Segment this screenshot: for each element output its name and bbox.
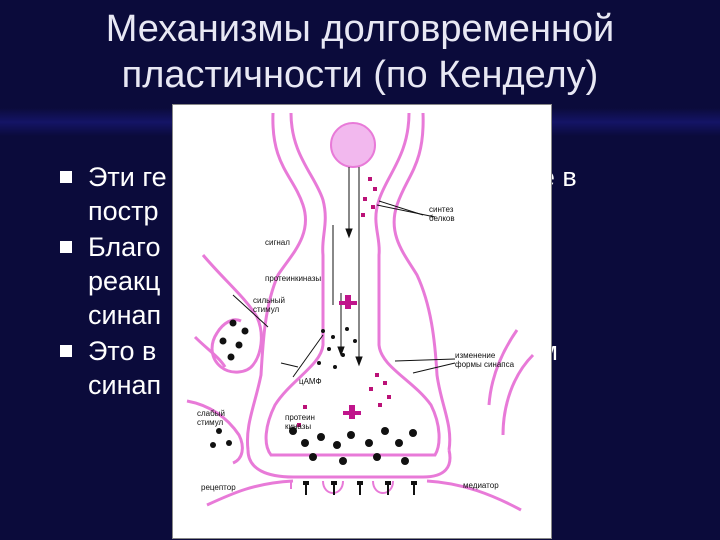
protein-particles — [297, 177, 391, 427]
bullet-square-icon — [60, 241, 72, 253]
kandel-synapse-diagram: синтез белков сигнал протеинкиназы сильн… — [172, 104, 552, 539]
label-synapse-change: изменение формы синапса — [455, 351, 515, 369]
bullet-square-icon — [60, 171, 72, 183]
label-protein-kinase: протеинкиназы — [265, 274, 322, 283]
label-protein-synthesis: синтез белков — [429, 205, 455, 223]
label-receptor: рецептор — [201, 483, 236, 492]
vesicles — [210, 319, 417, 465]
label-mediator: медиатор — [463, 481, 499, 490]
synapse-diagram-svg — [186, 112, 535, 512]
bullet-square-icon — [60, 345, 72, 357]
slide-title: Механизмы долговременной пластичности (п… — [0, 6, 720, 98]
label-signal: сигнал — [265, 238, 290, 247]
label-strong-stimulus: сильный стимул — [253, 296, 285, 314]
signal-arrows — [232, 167, 456, 378]
kinase-markers — [339, 295, 361, 419]
label-weak-stimulus: слабый стимул — [197, 409, 225, 427]
label-protein-kinases-lower: протеин киназы — [285, 413, 315, 431]
receptors — [303, 481, 417, 495]
title-line-1: Механизмы долговременной — [105, 8, 615, 50]
nucleus — [330, 122, 376, 168]
label-camp: цАМФ — [299, 377, 322, 386]
title-line-2: пластичности (по Кенделу) — [121, 54, 599, 96]
neuron-membrane — [186, 112, 535, 512]
